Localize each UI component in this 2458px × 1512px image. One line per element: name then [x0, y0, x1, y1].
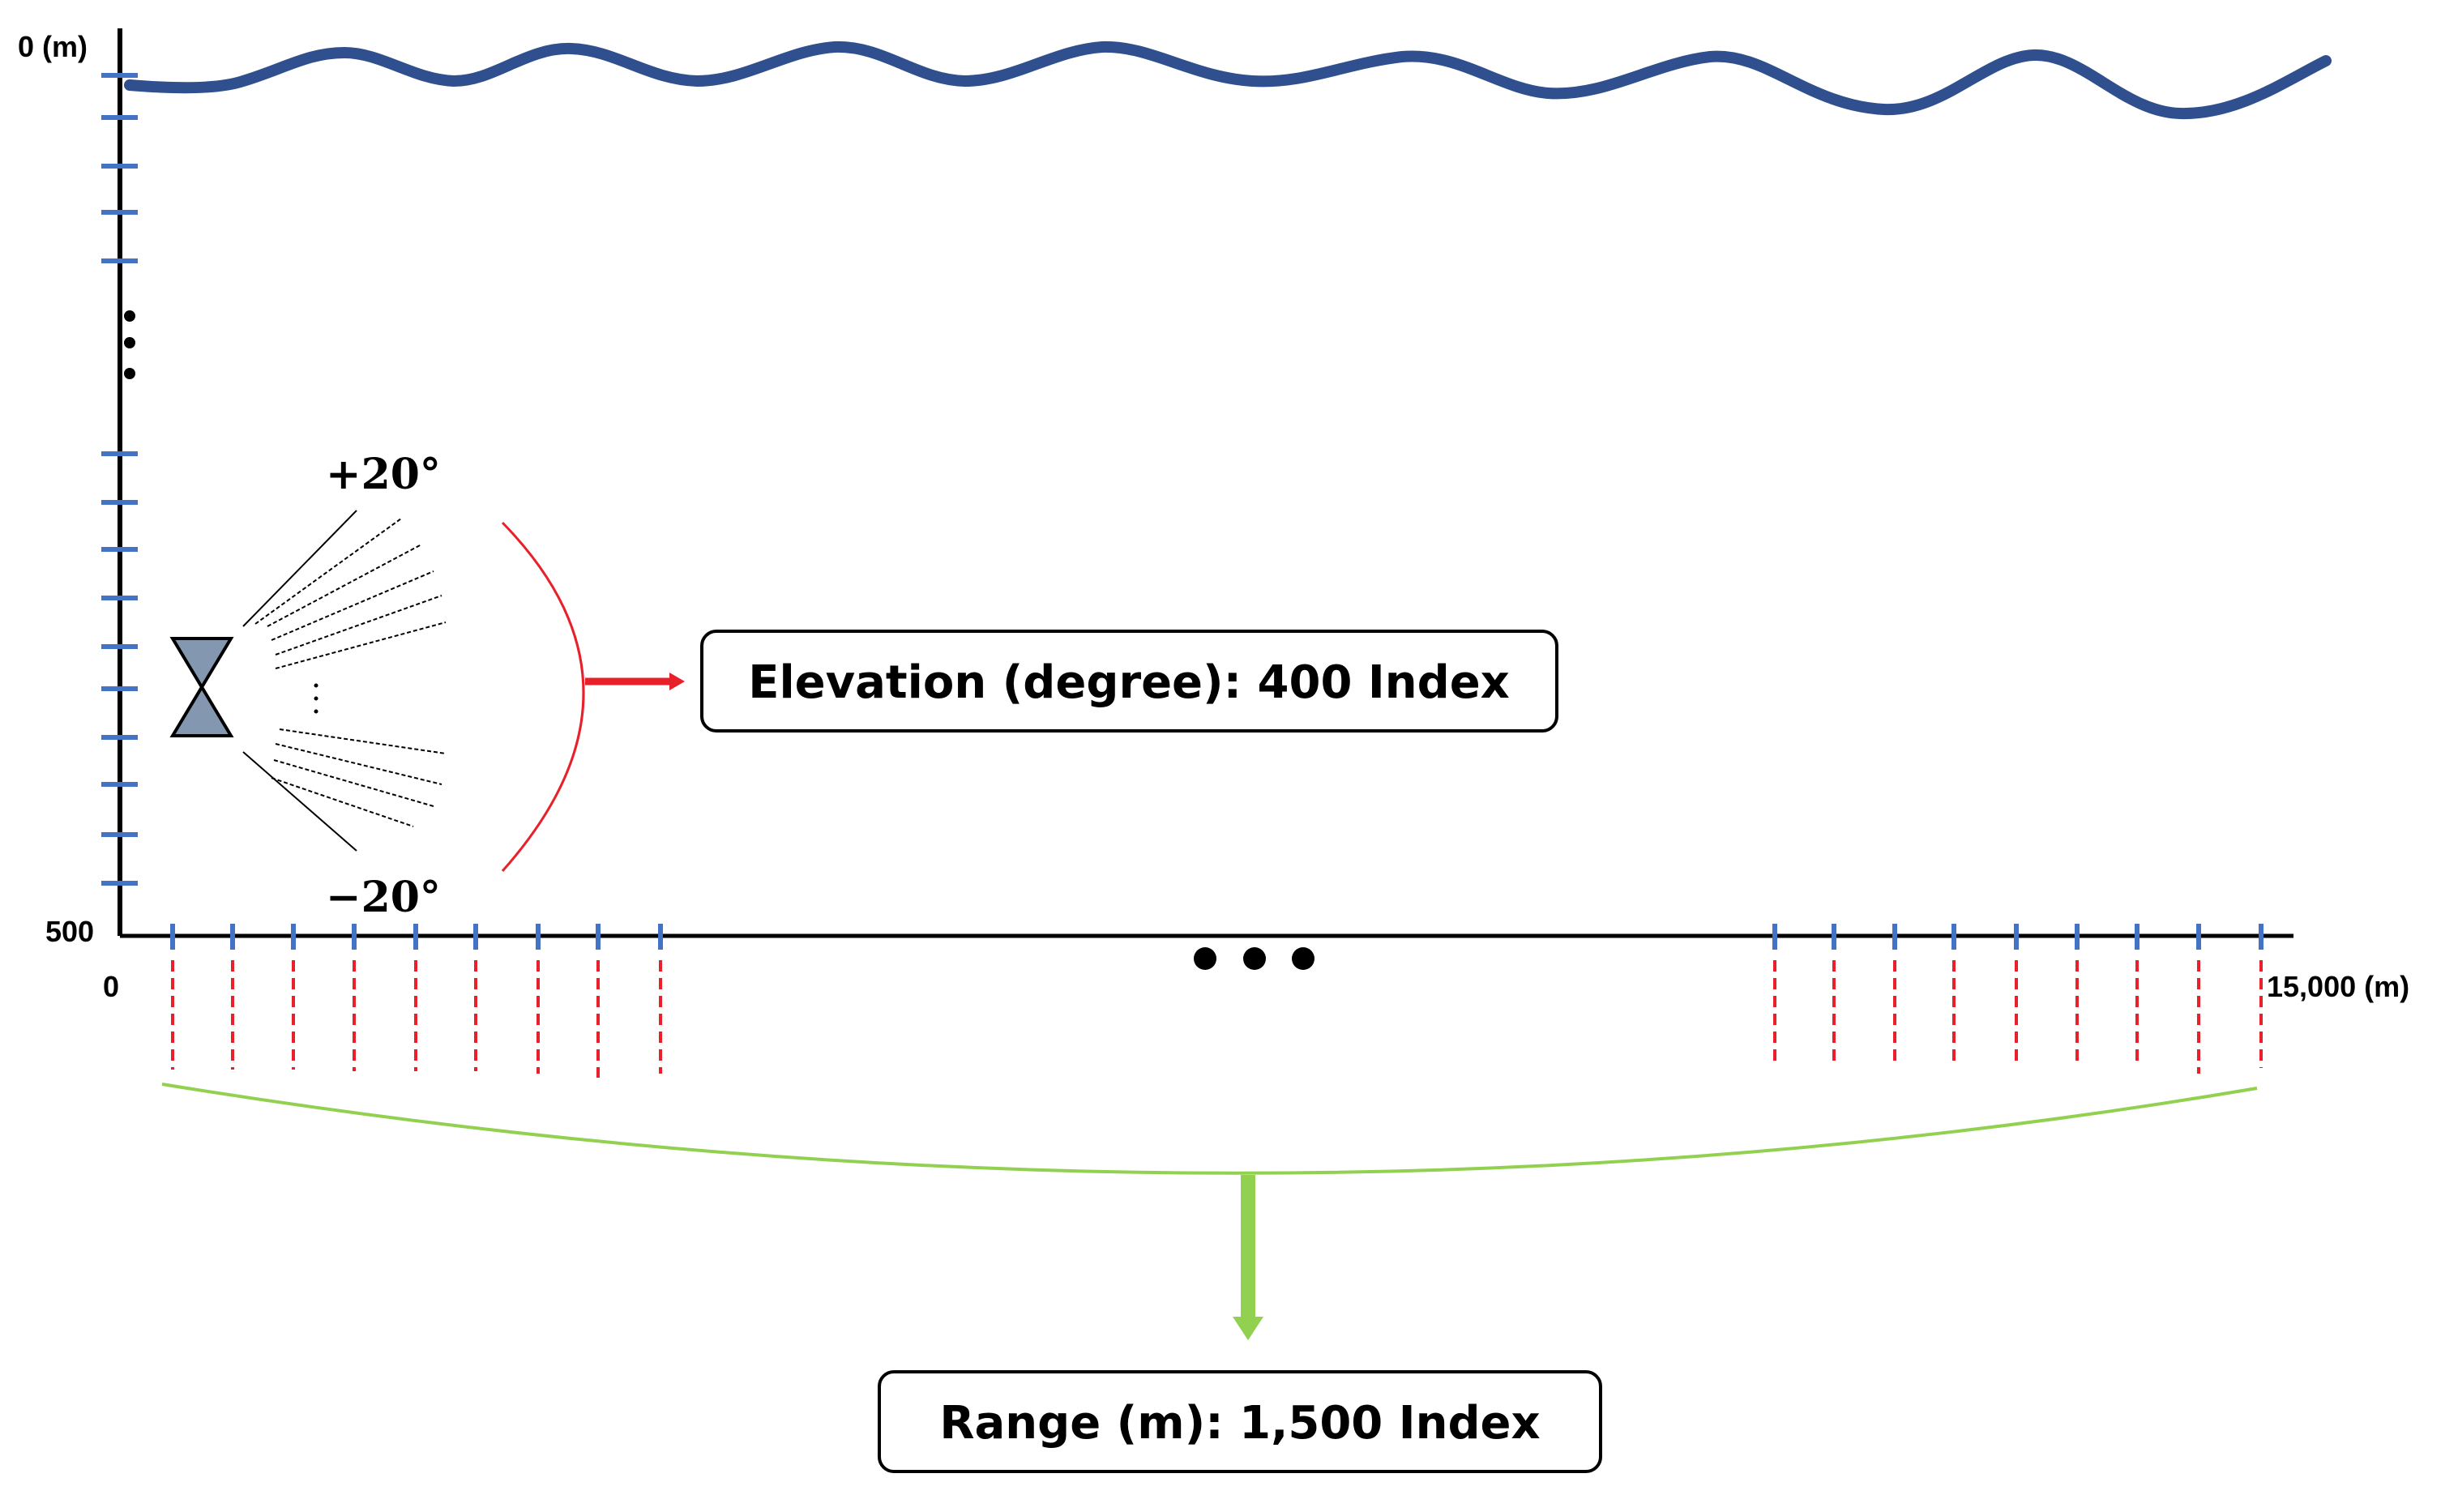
ellipsis-dot [124, 368, 135, 379]
beam-line [275, 595, 442, 656]
range-start-label: 0 [103, 970, 119, 1003]
ellipsis-dot [1194, 947, 1216, 970]
ellipsis-dot [314, 696, 318, 701]
beam-line [271, 570, 434, 641]
elevation-box [700, 630, 1558, 733]
sea-surface-wave [124, 41, 2332, 120]
beam-fan [242, 510, 447, 852]
range-dash-group [171, 960, 2263, 1078]
lower-angle-label: −20° [326, 873, 441, 922]
ellipsis-dot [124, 337, 135, 348]
ellipsis-dot [314, 709, 318, 714]
beam-line [254, 518, 402, 625]
range-end-label: 15,000 (m) [2267, 970, 2409, 1003]
depth-ellipsis [124, 310, 135, 379]
range-box-label: Range (m): 1,500 Index [939, 1397, 1540, 1450]
range-ellipsis [1194, 947, 1314, 970]
ellipsis-dot [1292, 947, 1314, 970]
upper-angle-label: +20° [326, 450, 441, 499]
ellipsis-dot [124, 310, 135, 322]
elevation-arrow-head [669, 673, 685, 690]
range-arrow-head [1233, 1317, 1263, 1340]
beam-line [275, 621, 447, 669]
depth-top-label: 0 (m) [18, 30, 88, 63]
transducer-icon [169, 637, 234, 737]
range-box [878, 1370, 1602, 1473]
depth-bottom-label: 500 [45, 915, 94, 948]
beam-upper-edge [242, 510, 357, 627]
beam-line [267, 544, 422, 627]
beam-line [271, 777, 414, 827]
beam-line [279, 728, 447, 754]
beam-ellipsis [314, 683, 318, 714]
elevation-box-label: Elevation (degree): 400 Index [748, 656, 1510, 709]
ellipsis-dot [1243, 947, 1266, 970]
ellipsis-dot [314, 683, 318, 688]
beam-lower-edge [242, 751, 357, 852]
range-bracket [161, 1083, 2258, 1175]
beam-line [275, 743, 442, 785]
beam-line [273, 759, 434, 807]
depth-tick-group [101, 73, 138, 886]
range-tick-group [170, 924, 2263, 950]
elevation-bracket [501, 521, 585, 872]
